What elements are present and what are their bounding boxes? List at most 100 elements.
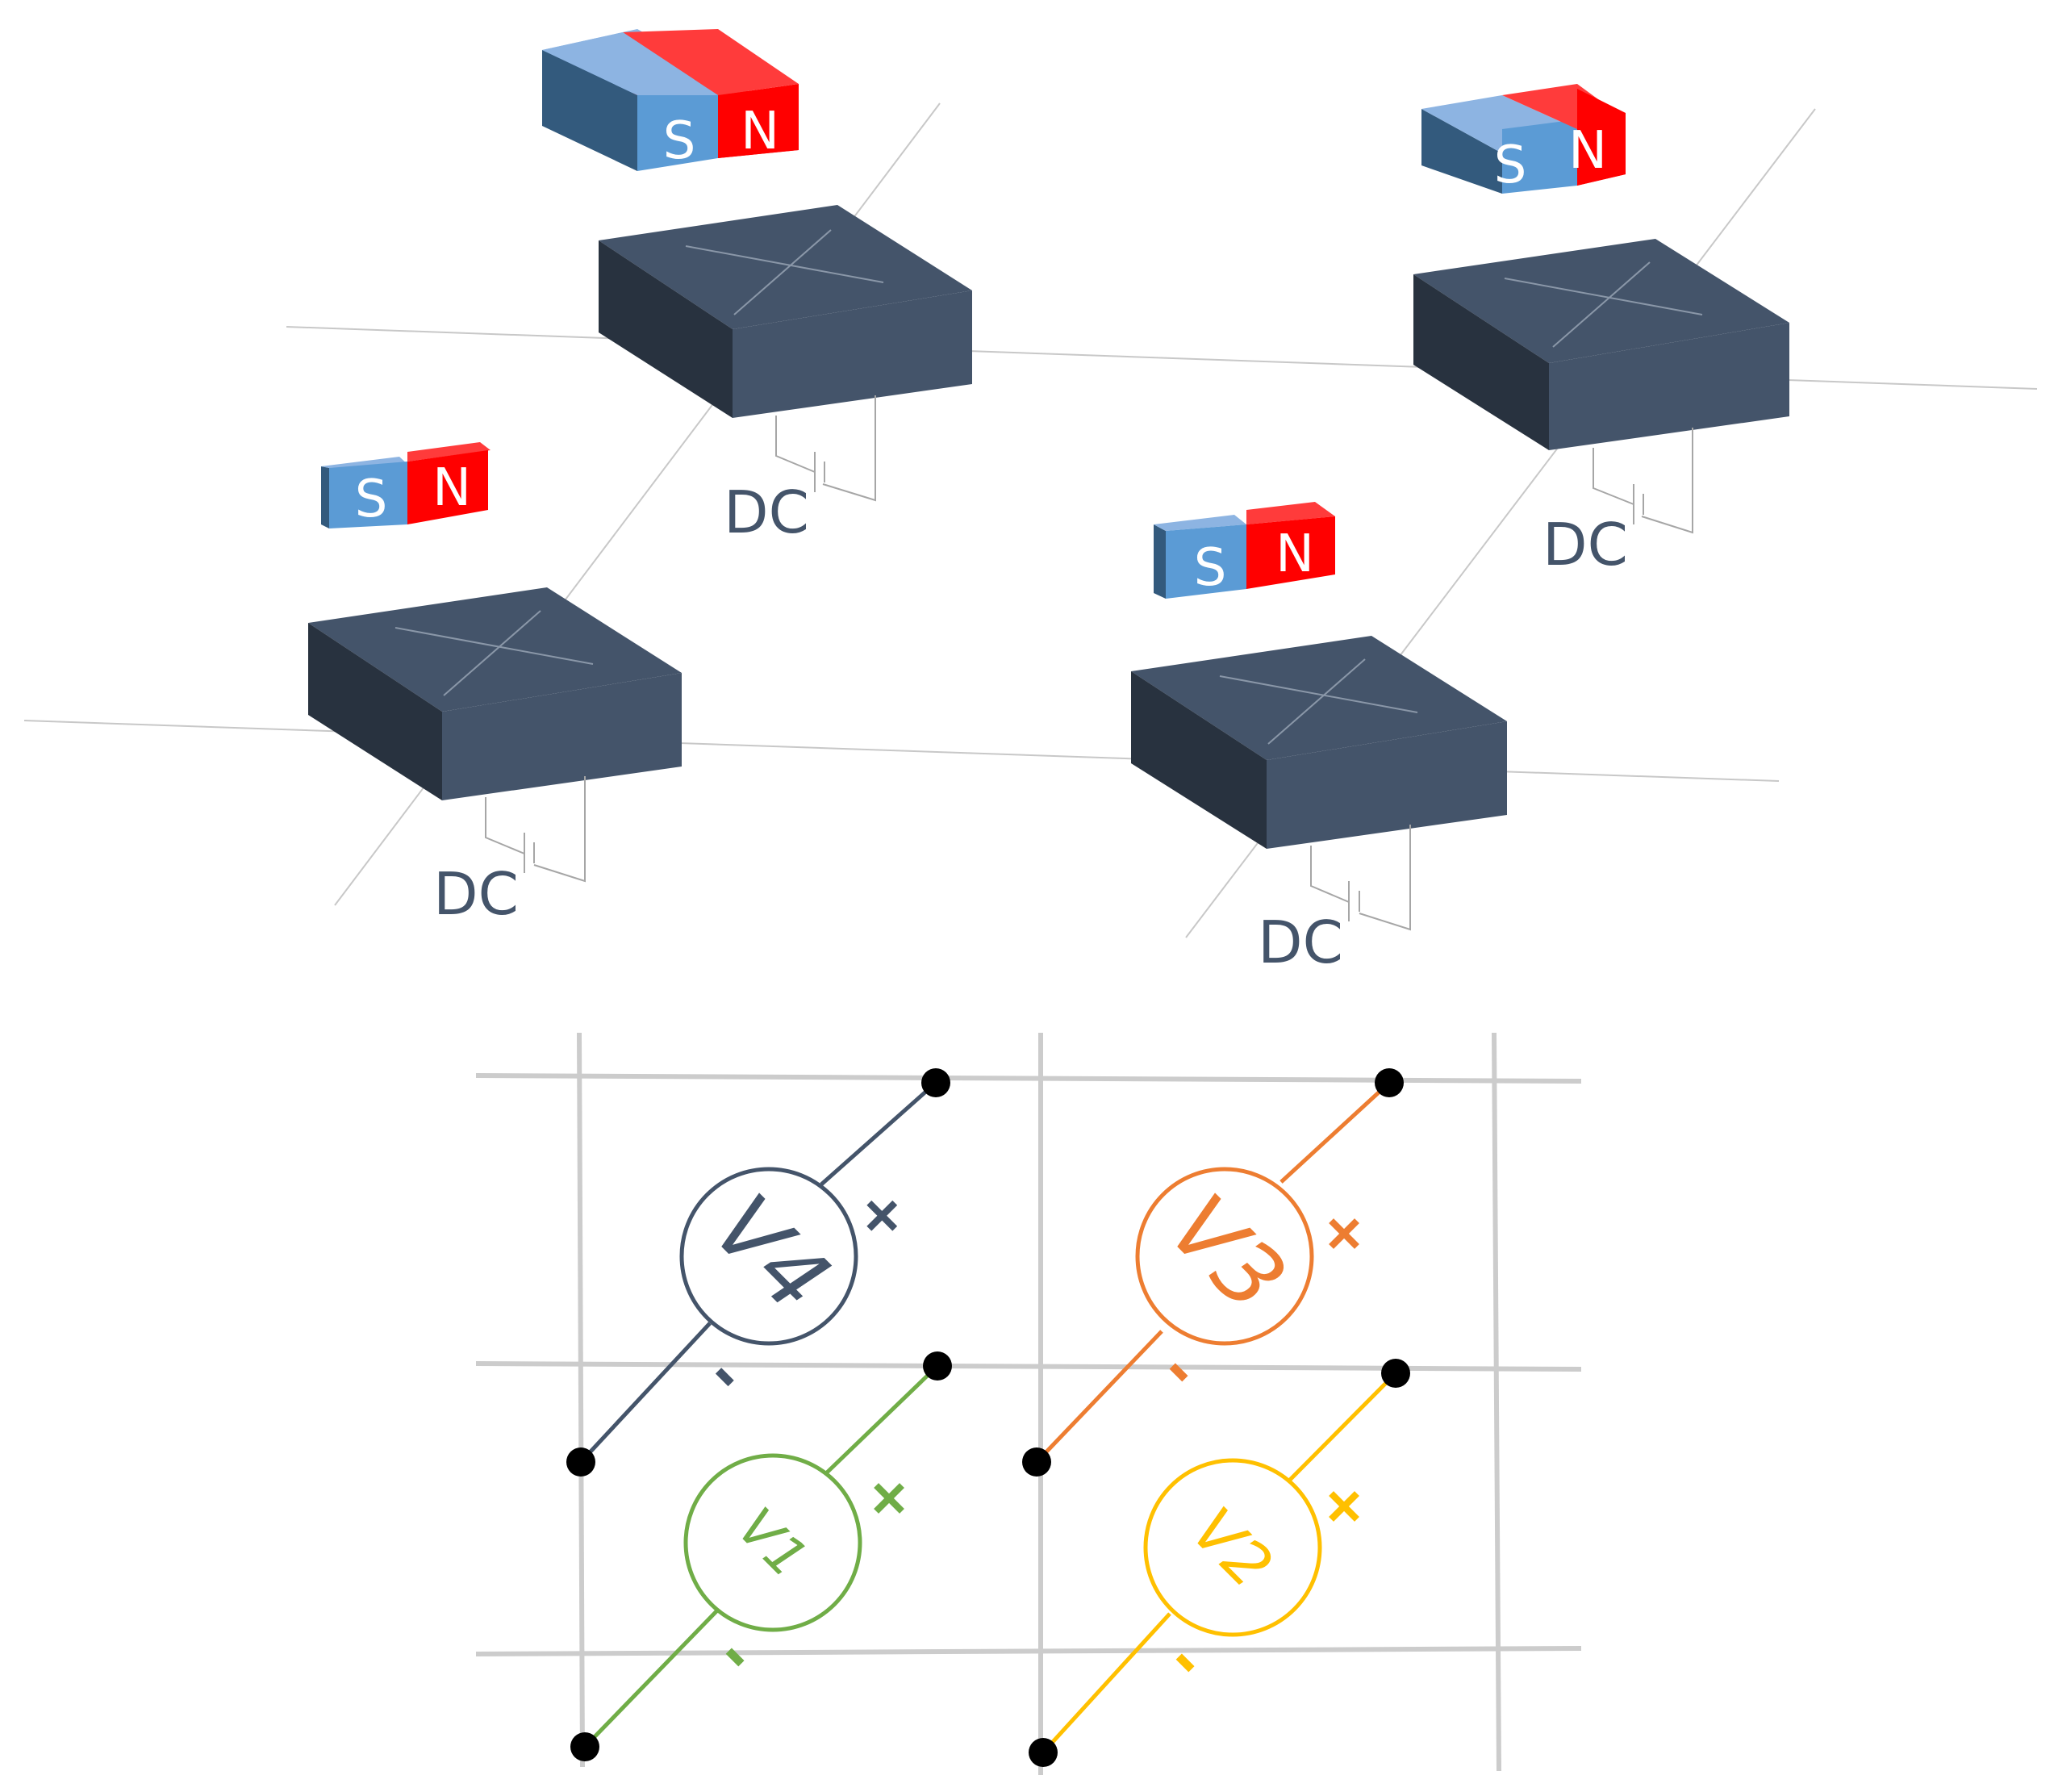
- block-front: [442, 673, 682, 800]
- lead-wire: [822, 395, 876, 502]
- source-circle: [679, 1167, 858, 1346]
- block-left-side: [1131, 671, 1267, 849]
- magnet-n-side-strip: [1577, 89, 1626, 186]
- magnet-n-front: [407, 450, 488, 524]
- magnet-s-side: [1154, 524, 1166, 599]
- device-2: S N DC: [1413, 84, 1789, 579]
- dc-label: DC: [433, 860, 519, 928]
- dc-label: DC: [1258, 909, 1343, 976]
- source-lead: [583, 1608, 720, 1748]
- hall-block: [308, 587, 682, 800]
- block-top-mark: [1267, 658, 1366, 745]
- source-lead: [579, 1322, 712, 1464]
- lead-wire: [775, 416, 816, 473]
- magnet-n-top-cap: [623, 29, 799, 95]
- source-lead: [1035, 1330, 1163, 1464]
- lead-wire: [485, 797, 525, 854]
- block-top: [1413, 239, 1789, 363]
- minus-terminal: -: [1149, 1338, 1214, 1403]
- block-front: [733, 290, 972, 418]
- dc-source-leads: [775, 395, 876, 502]
- lead-wire: [1641, 428, 1693, 534]
- magnet-s-label: S: [1494, 136, 1527, 195]
- lead-wire: [533, 776, 586, 883]
- node-dot: [1375, 1068, 1404, 1097]
- node-dot: [1029, 1738, 1058, 1767]
- block-left-side: [1413, 274, 1549, 450]
- voltage-source-v1: V1 + -: [570, 1351, 952, 1761]
- minus-terminal: -: [1155, 1628, 1221, 1694]
- hall-block: [1413, 239, 1789, 450]
- lead-wire: [1359, 825, 1411, 931]
- magnet-n-label: N: [1275, 524, 1314, 584]
- source-lead: [1042, 1612, 1171, 1754]
- block-left-side: [599, 240, 733, 418]
- block-top-mark: [1504, 278, 1703, 315]
- lead-wire: [1593, 448, 1634, 505]
- magnet-n-top-cap: [407, 442, 490, 462]
- block-top: [308, 587, 682, 712]
- magnet-n-label: N: [432, 458, 471, 518]
- block-top-mark: [1552, 261, 1651, 348]
- source-lead: [820, 1081, 937, 1186]
- grid-row-line: [475, 1073, 1582, 1084]
- magnet-s-front: [1166, 524, 1246, 599]
- dc-label: DC: [724, 478, 809, 546]
- magnet-s-front: [329, 462, 407, 528]
- magnet-s-side: [321, 466, 329, 528]
- magnet-s-front: [1502, 119, 1577, 194]
- source-circle: [1143, 1458, 1322, 1637]
- block-top-mark: [1219, 675, 1418, 713]
- block-top-mark: [443, 610, 541, 696]
- bar-magnet: S N: [1154, 502, 1335, 599]
- magnet-s-top-cap: [1154, 515, 1246, 531]
- block-top-mark: [733, 229, 832, 315]
- wire-line: [23, 720, 1780, 782]
- block-left-side: [308, 623, 442, 800]
- magnet-n-label: N: [741, 102, 779, 161]
- device-4: S N DC: [1131, 502, 1507, 976]
- bar-magnet: S N: [321, 442, 490, 529]
- lead-wire: [1310, 846, 1350, 903]
- block-top: [599, 205, 972, 329]
- node-dot: [923, 1351, 952, 1381]
- magnet-n-front: [1246, 516, 1335, 589]
- magnet-s-label: S: [663, 111, 696, 171]
- node-dot: [1022, 1447, 1051, 1477]
- voltage-source-v4: V4 + -: [566, 1068, 950, 1477]
- device-array: S N DC: [23, 29, 2038, 976]
- grid-row-line: [475, 1646, 1582, 1656]
- grid-col-line: [577, 1032, 585, 1768]
- bar-magnet: S N: [542, 29, 799, 171]
- dc-source-leads: [485, 776, 586, 883]
- source-circle: [683, 1453, 862, 1632]
- block-front: [1549, 323, 1789, 450]
- dc-label: DC: [1542, 511, 1628, 579]
- source-lead: [1279, 1081, 1391, 1184]
- node-dot: [921, 1068, 950, 1097]
- block-top: [1131, 636, 1507, 760]
- grid-col-line: [1492, 1032, 1501, 1772]
- hall-block: [599, 205, 972, 418]
- grid-row-line: [475, 1361, 1582, 1372]
- magnet-s-label: S: [355, 470, 388, 529]
- dc-source-leads: [1310, 825, 1411, 931]
- magnet-s-top-cap: [542, 32, 718, 95]
- magnet-n-front-body: [718, 84, 799, 158]
- voltage-source-v2: V2 + -: [1029, 1359, 1410, 1767]
- device-1: S N DC: [542, 29, 972, 546]
- hall-block: [1131, 636, 1507, 849]
- magnet-s-front: [637, 89, 718, 171]
- grid-lines: [475, 1032, 1582, 1775]
- minus-terminal: -: [695, 1342, 760, 1407]
- dc-source-leads: [1593, 428, 1693, 534]
- block-top-mark: [685, 245, 884, 283]
- plus-terminal: +: [849, 1456, 932, 1538]
- magnet-n-top-cap: [1246, 502, 1335, 524]
- block-top-mark: [394, 627, 594, 665]
- bar-magnet: S N: [1421, 84, 1626, 195]
- circuit-grid: V4 + - V3 + - V1 + -: [475, 1032, 1582, 1775]
- block-front: [1267, 721, 1507, 849]
- source-lead: [1288, 1372, 1397, 1482]
